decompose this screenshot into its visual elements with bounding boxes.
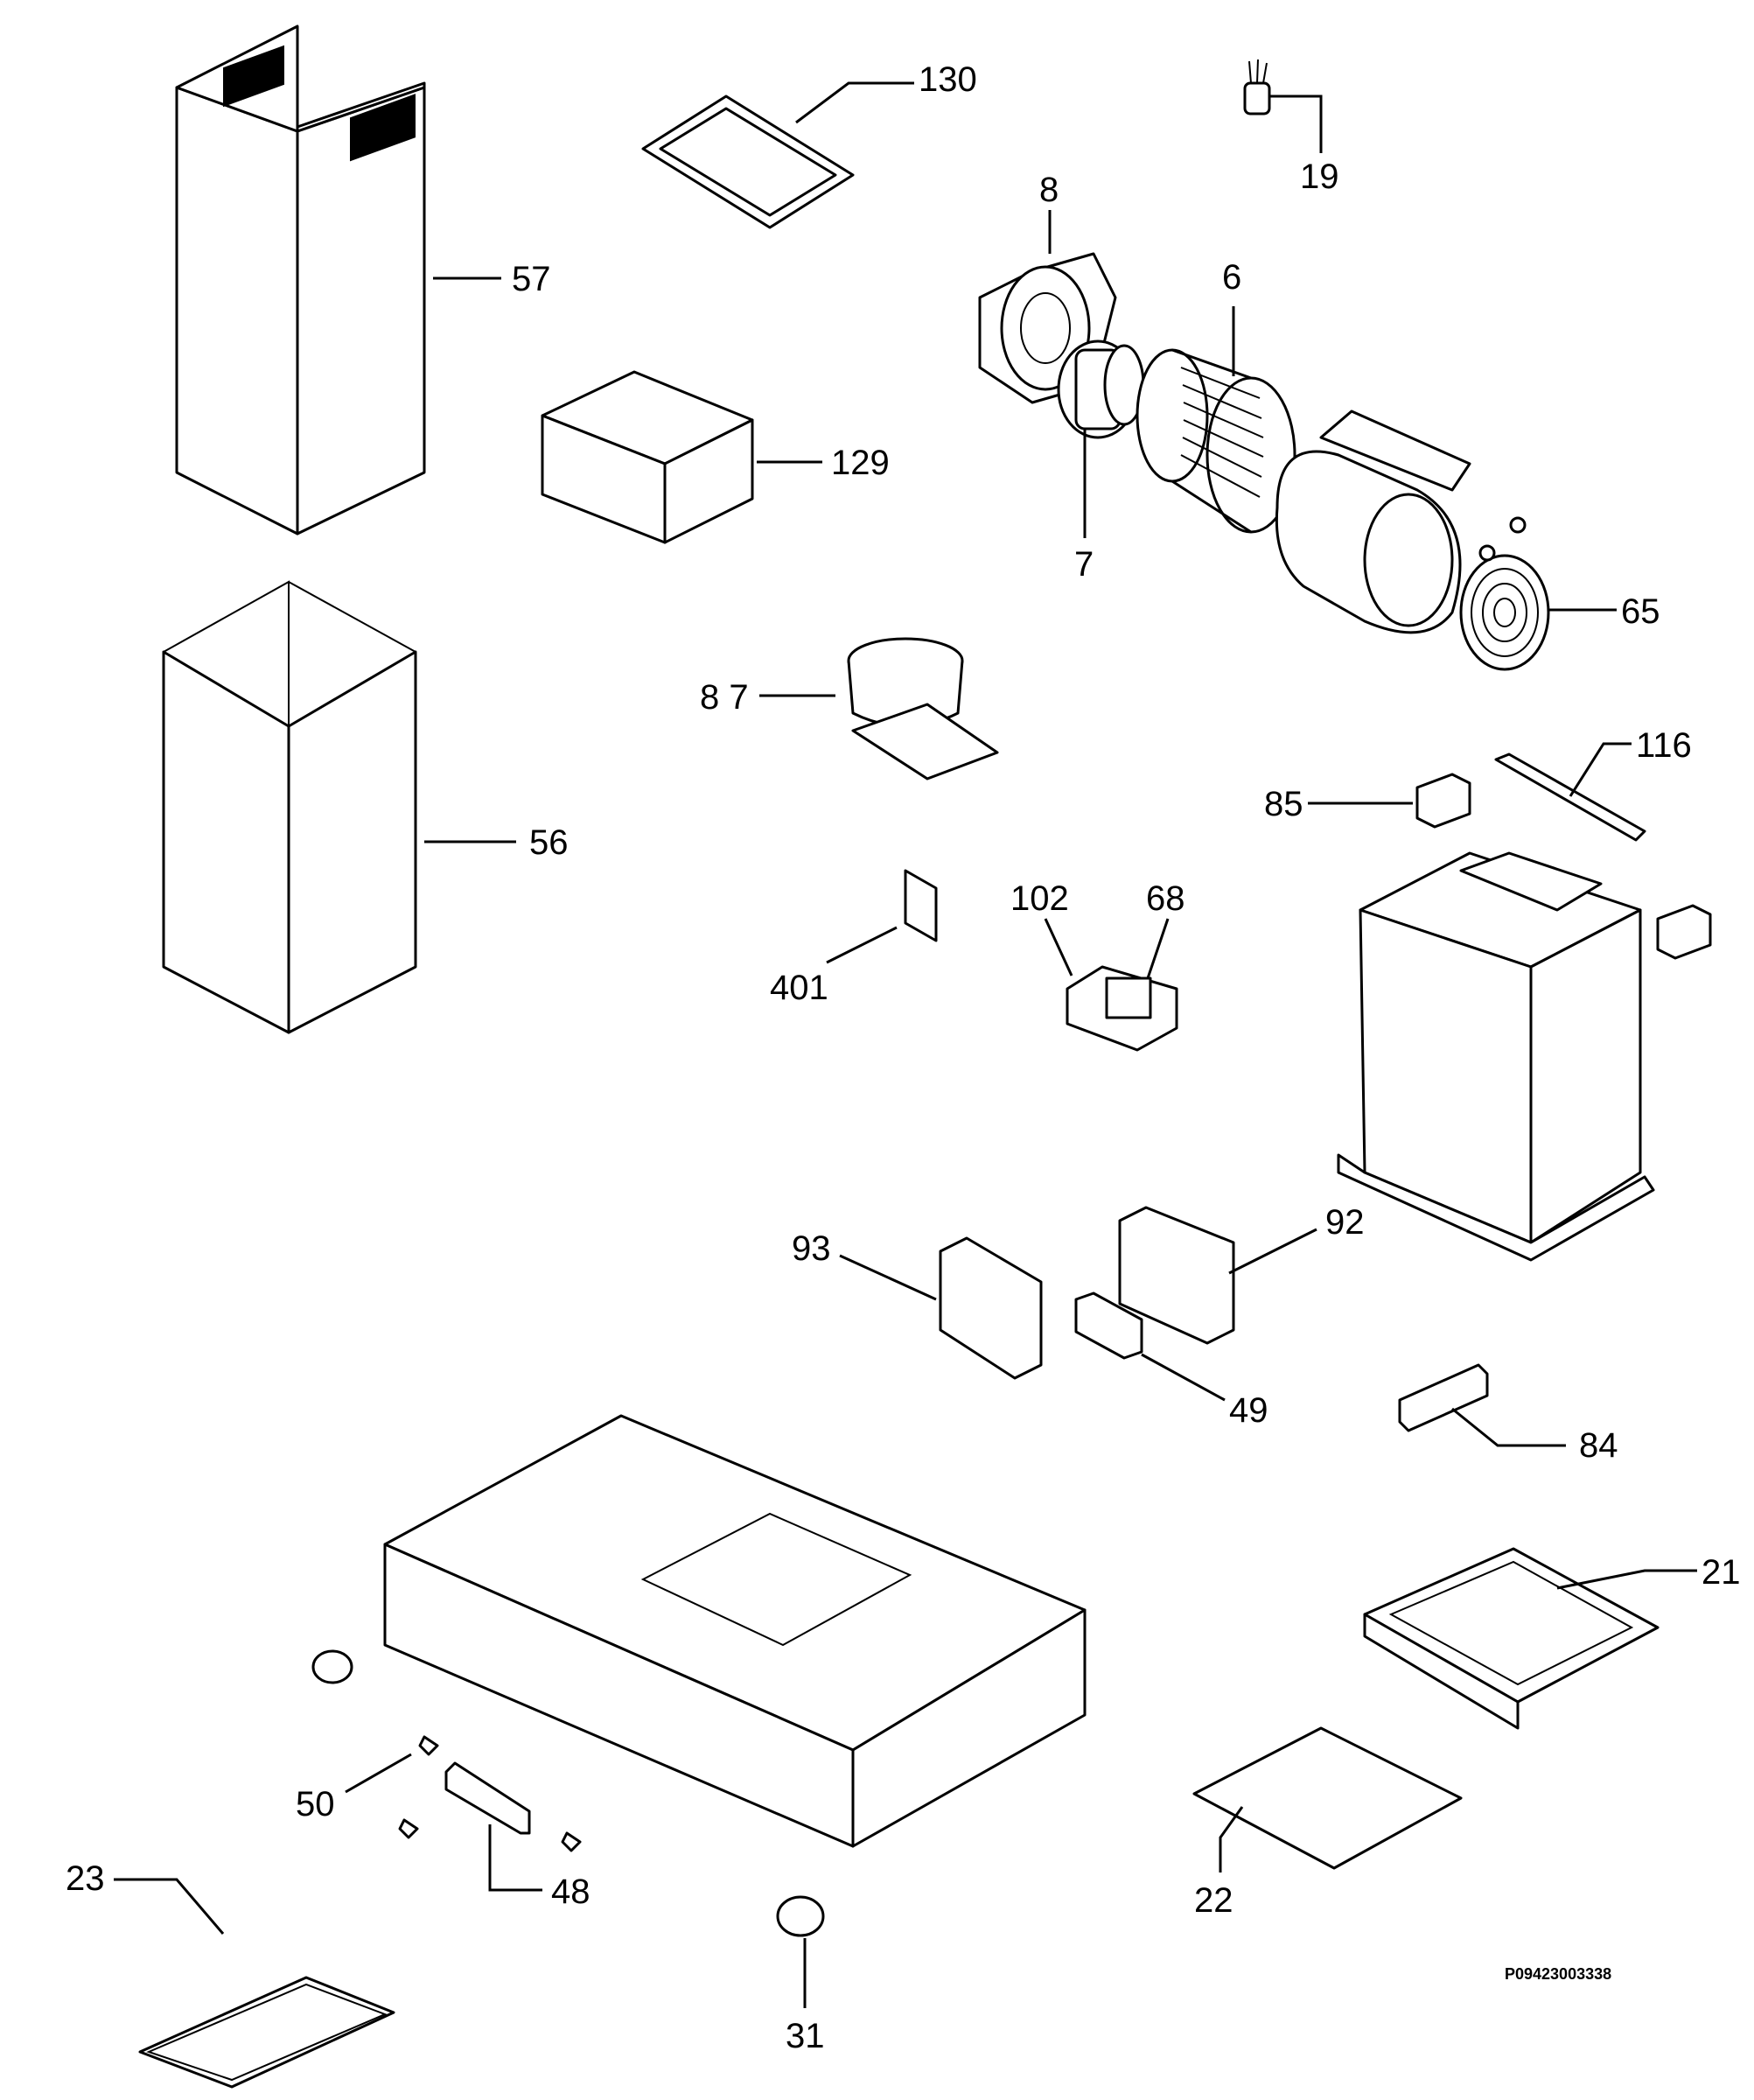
- callout-102: 102: [1010, 879, 1069, 918]
- leader-93: [839, 1254, 937, 1301]
- leader-116: [1569, 742, 1632, 797]
- capacitor-19: [1243, 59, 1271, 116]
- leader-19: [1269, 94, 1323, 153]
- callout-129: 129: [831, 444, 890, 482]
- callout-23: 23: [66, 1859, 105, 1898]
- callout-56: 56: [529, 823, 569, 862]
- callout-31: 31: [786, 2017, 825, 2055]
- leader-68: [1146, 918, 1170, 979]
- callout-85: 85: [1264, 785, 1303, 823]
- callout-21: 21: [1702, 1553, 1741, 1592]
- switch-bar-48: [444, 1761, 531, 1835]
- leader-21: [1556, 1569, 1697, 1590]
- callout-116: 116: [1636, 726, 1692, 765]
- mounting-box-129: [541, 370, 754, 544]
- callout-93: 93: [792, 1229, 831, 1268]
- callout-48: 48: [551, 1872, 590, 1911]
- callout-8: 8: [1039, 171, 1059, 209]
- callout-22: 22: [1194, 1881, 1233, 1920]
- motor-grille-65: [1459, 516, 1550, 671]
- vent-grille-right: [350, 94, 416, 162]
- bracket-frame-130: [641, 94, 855, 229]
- junction-block-85: [1415, 773, 1471, 829]
- filter-panel-22: [1192, 1726, 1463, 1870]
- rail-116: [1494, 752, 1646, 842]
- air-outlet-87: [847, 637, 999, 780]
- leader-50: [345, 1753, 412, 1794]
- callout-68: 68: [1146, 879, 1185, 918]
- callout-57: 57: [512, 260, 551, 298]
- callout-401: 401: [770, 969, 828, 1007]
- callout-50: 50: [296, 1785, 335, 1824]
- callout-87: 8 7: [700, 678, 749, 717]
- vent-grille-left: [223, 45, 284, 108]
- leader-23: [114, 1878, 225, 1935]
- callout-labels: 130 19 8 57 6 129 7 65 8 7 116 85 56 102…: [66, 60, 1741, 2055]
- fan-housing: [1275, 410, 1471, 634]
- control-box-92: [1118, 1206, 1235, 1345]
- leader-92: [1228, 1228, 1317, 1275]
- leader-130: [795, 81, 914, 124]
- filter-frame-21: [1363, 1547, 1660, 1730]
- leader-84: [1451, 1407, 1566, 1447]
- leader-49: [1141, 1353, 1226, 1402]
- leader-lines: [114, 81, 1697, 2008]
- clip-50: [398, 1735, 582, 1852]
- reference-code: P09423003338: [1505, 1965, 1611, 1983]
- callout-7: 7: [1074, 545, 1094, 584]
- motor-7: [1057, 340, 1145, 439]
- knob-left: [311, 1649, 353, 1684]
- upper-chimney-cover: [175, 24, 426, 536]
- leader-22: [1219, 1806, 1244, 1872]
- blower-housing-body: [1337, 851, 1655, 1262]
- junction-block-right: [1656, 904, 1712, 960]
- transformer-assembly-102-68: [1066, 965, 1178, 1052]
- leader-48: [488, 1824, 542, 1892]
- callout-130: 130: [919, 60, 977, 99]
- switch-block-84: [1398, 1363, 1489, 1432]
- lower-chimney-cover: [162, 580, 417, 1034]
- fan-wheel-6: [1136, 348, 1296, 534]
- leader-102: [1044, 918, 1073, 976]
- board-401: [904, 869, 938, 942]
- hood-canopy: [383, 1414, 1087, 1848]
- callout-65: 65: [1621, 592, 1660, 631]
- callout-6: 6: [1222, 258, 1241, 297]
- control-board-93: [939, 1236, 1043, 1380]
- leader-401: [826, 926, 898, 964]
- pcb-49: [1074, 1292, 1143, 1360]
- callout-49: 49: [1229, 1391, 1268, 1430]
- callout-84: 84: [1579, 1426, 1618, 1465]
- grease-filter-23: [138, 1976, 395, 2089]
- knob-31: [776, 1895, 825, 1937]
- callout-92: 92: [1325, 1203, 1365, 1242]
- callout-19: 19: [1300, 158, 1339, 196]
